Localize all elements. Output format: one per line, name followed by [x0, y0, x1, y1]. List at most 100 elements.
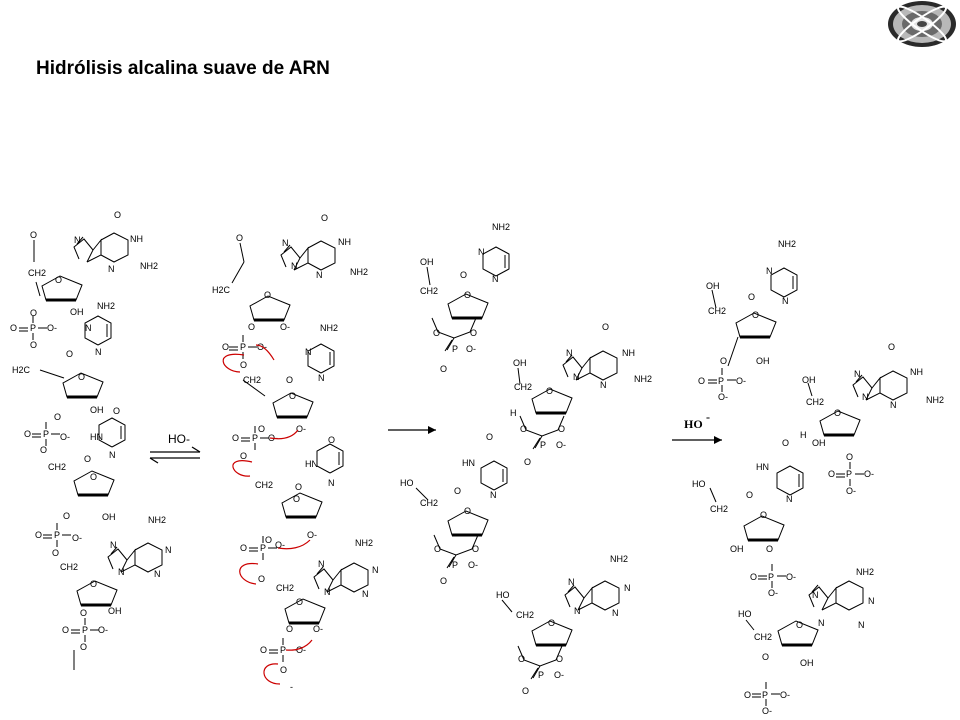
atom-label: O-: [296, 424, 306, 434]
atom-label: H2C: [212, 285, 231, 295]
arrow-right-icon: [388, 426, 436, 434]
atom-label: OH: [513, 358, 527, 368]
atom-label: O: [486, 432, 493, 442]
atom-label: P: [846, 469, 852, 479]
atom-label: HN: [756, 462, 769, 472]
atom-label: CH2: [243, 375, 261, 385]
atom-label: P: [718, 376, 724, 386]
atom-label: OH: [800, 658, 814, 668]
atom-label: O: [520, 424, 527, 434]
atom-label: O: [434, 544, 441, 554]
atom-label: N: [890, 400, 897, 410]
atom-label: O: [556, 654, 563, 664]
atom-label: O: [80, 608, 87, 618]
atom-label: O: [280, 665, 287, 675]
atom-label: P: [240, 342, 246, 352]
atom-label: O: [260, 645, 267, 655]
cyclic-phosphate-products: NH2 N O N OH CH2 O O O P O- O O NH NH2 N…: [400, 222, 652, 696]
atom-label: NH2: [610, 554, 628, 564]
atom-label: O: [470, 328, 477, 338]
atom-label: O: [24, 429, 31, 439]
atom-label: NH2: [778, 239, 796, 249]
atom-label: O: [296, 597, 303, 607]
atom-label: NH2: [140, 261, 158, 271]
atom-label: O: [328, 435, 335, 445]
atom-label: O-: [846, 486, 856, 496]
activated-strand: O H2C O O O- O NH NH2 N N N O P O- O NH2…: [212, 213, 379, 692]
atom-label: OH: [108, 606, 122, 616]
atom-label: O-: [554, 670, 564, 680]
atom-label: O: [66, 349, 73, 359]
atom-label: CH2: [754, 632, 772, 642]
atom-label: OH: [802, 375, 816, 385]
atom-label: N: [492, 274, 499, 284]
atom-label: CH2: [710, 504, 728, 514]
atom-label: H: [510, 408, 517, 418]
atom-label: HN: [305, 459, 318, 469]
atom-label: O: [222, 342, 229, 352]
atom-label: P: [280, 645, 286, 655]
atom-label: O: [472, 544, 479, 554]
atom-label: O: [464, 290, 471, 300]
atom-label: NH2: [148, 515, 166, 525]
atom-label: NH: [622, 348, 635, 358]
atom-label: N: [110, 540, 117, 550]
atom-label: CH2: [708, 306, 726, 316]
atom-label: CH2: [420, 498, 438, 508]
atom-label: O: [744, 690, 751, 700]
atom-label: O: [114, 210, 121, 220]
atom-label: H: [800, 430, 807, 440]
atom-label: O-: [718, 392, 728, 402]
atom-label: CH2: [28, 268, 46, 278]
atom-label: O: [766, 544, 773, 554]
equilibrium-arrows-icon: [149, 446, 201, 464]
atom-label: O: [293, 494, 300, 504]
atom-label: O: [321, 213, 328, 223]
atom-label: O: [54, 412, 61, 422]
atom-label: CH2: [514, 382, 532, 392]
nucleotide-products: NH2 N O N OH CH2 O O OH O P O- O- O NH N…: [692, 239, 944, 716]
atom-label: O: [232, 433, 239, 443]
atom-label: O: [264, 290, 271, 300]
atom-label: -: [290, 682, 293, 692]
atom-label: NH: [338, 237, 351, 247]
atom-label: O: [440, 364, 447, 374]
slide-title: Hidrólisis alcalina suave de ARN: [36, 58, 330, 79]
atom-label: N: [109, 450, 116, 460]
reagent-charge: -: [706, 410, 710, 424]
atom-label: O: [40, 445, 47, 455]
atom-label: NH2: [492, 222, 510, 232]
atom-label: O: [440, 576, 447, 586]
atom-label: N: [324, 587, 331, 597]
atom-label: O: [90, 579, 97, 589]
atom-label: P: [762, 690, 768, 700]
atom-label: N: [318, 559, 325, 569]
atom-label: N: [74, 235, 81, 245]
atom-label: P: [43, 429, 49, 439]
atom-label: O-: [313, 624, 323, 634]
atom-label: O: [240, 451, 247, 461]
atom-label: N: [868, 596, 875, 606]
atom-label: O: [834, 408, 841, 418]
atom-label: O-: [468, 560, 478, 570]
atom-label: O: [460, 270, 467, 280]
atom-label: HO: [738, 609, 752, 619]
atom-label: O: [888, 342, 895, 352]
rna-strand: O CH2 O OH NH O NH2 N N O O P O- O NH2 N…: [10, 210, 172, 670]
atom-label: N: [108, 264, 115, 274]
atom-label: P: [252, 433, 258, 443]
atom-label: O-: [47, 323, 57, 333]
atom-label: OH: [812, 438, 826, 448]
atom-label: NH: [130, 234, 143, 244]
atom-label: CH2: [276, 583, 294, 593]
atom-label: O-: [780, 690, 790, 700]
atom-label: O: [433, 328, 440, 338]
atom-label: CH2: [806, 397, 824, 407]
atom-label: O: [84, 454, 91, 464]
atom-label: P: [82, 625, 88, 635]
atom-label: O: [258, 574, 265, 584]
reagent-label: HO: [684, 417, 703, 431]
atom-label: O-: [275, 540, 285, 550]
atom-label: N: [766, 266, 773, 276]
atom-label: N: [566, 348, 573, 358]
